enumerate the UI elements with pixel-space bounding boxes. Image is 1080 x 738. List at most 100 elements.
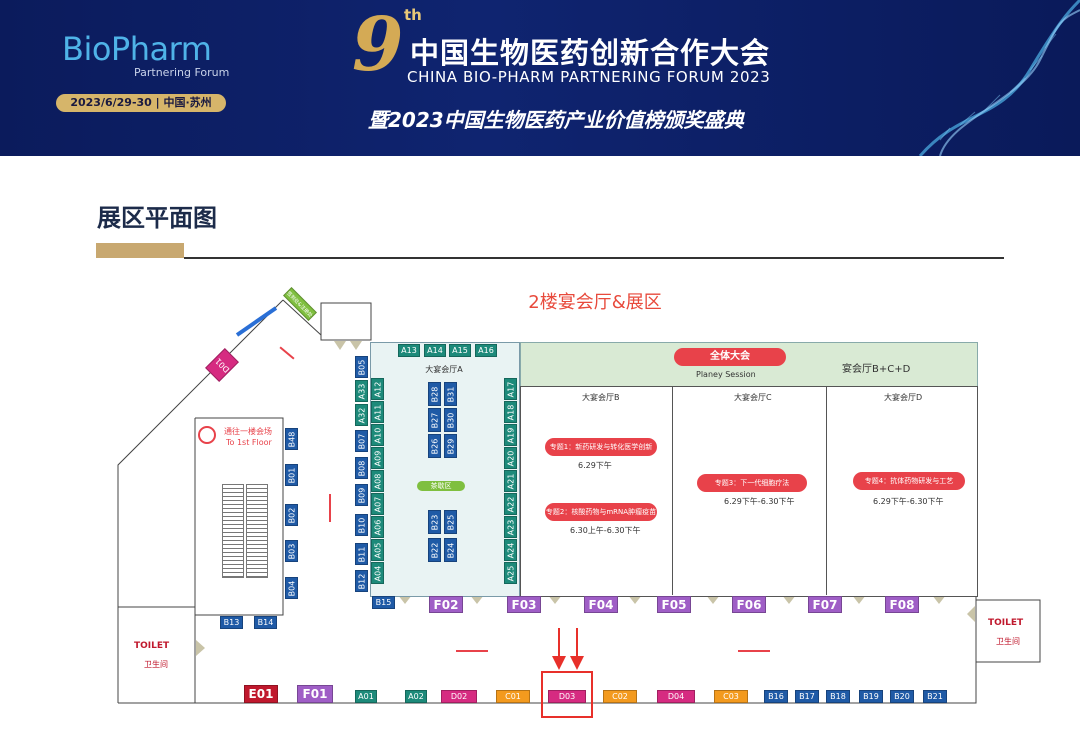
booth-a32[interactable]: A32 — [355, 404, 368, 426]
session-1-time: 6.29下午 — [578, 461, 612, 470]
booth-label: A22 — [506, 496, 515, 512]
booth-a02[interactable]: A02 — [405, 690, 427, 703]
booth-label: A11 — [373, 404, 382, 420]
stairs-to-1st-floor[interactable]: 通往一楼会场 To 1st Floor — [198, 422, 280, 452]
booth-label: B08 — [357, 460, 367, 476]
booth-f08[interactable]: F08 — [885, 596, 919, 613]
booth-b31[interactable]: B31 — [444, 382, 457, 406]
booth-f02[interactable]: F02 — [429, 596, 463, 613]
booth-label: A10 — [373, 427, 382, 443]
booth-a12[interactable]: A12 — [371, 378, 384, 400]
booth-b13[interactable]: B13 — [220, 616, 243, 629]
booth-a05[interactable]: A05 — [371, 539, 384, 561]
booth-a14[interactable]: A14 — [424, 344, 446, 357]
booth-a23[interactable]: A23 — [504, 516, 517, 538]
edition-number: 9 — [352, 2, 404, 88]
booth-b02[interactable]: B02 — [285, 504, 298, 526]
booth-b09[interactable]: B09 — [355, 484, 368, 506]
booth-b04[interactable]: B04 — [285, 577, 298, 599]
booth-a20[interactable]: A20 — [504, 447, 517, 469]
booth-f05[interactable]: F05 — [657, 596, 691, 613]
booth-c03[interactable]: C03 — [714, 690, 748, 703]
booth-b22[interactable]: B22 — [428, 538, 441, 562]
booth-b21[interactable]: B21 — [923, 690, 947, 703]
booth-b24[interactable]: B24 — [444, 538, 457, 562]
booth-b12[interactable]: B12 — [355, 570, 368, 592]
pointer-arrows-icon — [552, 628, 584, 670]
booth-b18[interactable]: B18 — [826, 690, 850, 703]
session-4-label[interactable]: 专题4：抗体药物研发与工艺 — [853, 472, 965, 490]
booth-b16[interactable]: B16 — [764, 690, 788, 703]
booth-b14[interactable]: B14 — [254, 616, 277, 629]
booth-a33[interactable]: A33 — [355, 380, 368, 402]
booth-label: A24 — [506, 542, 515, 558]
booth-a18[interactable]: A18 — [504, 401, 517, 423]
booth-f01[interactable]: F01 — [297, 685, 333, 703]
biopharm-logo: BioPharm — [62, 30, 212, 68]
session-2-label[interactable]: 专题2：核酸药物与mRNA肿瘤疫苗 — [545, 503, 657, 521]
booth-c02[interactable]: C02 — [603, 690, 637, 703]
session-1-label[interactable]: 专题1：新药研发与转化医学创新 — [545, 438, 657, 456]
booth-e01[interactable]: E01 — [244, 685, 278, 703]
booth-b26[interactable]: B26 — [428, 434, 441, 458]
booth-d02[interactable]: D02 — [441, 690, 477, 703]
booth-a07[interactable]: A07 — [371, 493, 384, 515]
booth-b20[interactable]: B20 — [890, 690, 914, 703]
booth-a13[interactable]: A13 — [398, 344, 420, 357]
booth-a15[interactable]: A15 — [449, 344, 471, 357]
booth-a08[interactable]: A08 — [371, 470, 384, 492]
booth-b17[interactable]: B17 — [795, 690, 819, 703]
booth-a01[interactable]: A01 — [355, 690, 377, 703]
booth-a16[interactable]: A16 — [475, 344, 497, 357]
booth-f06[interactable]: F06 — [732, 596, 766, 613]
booth-d03[interactable]: D03 — [548, 690, 586, 703]
hall-divider — [672, 386, 673, 595]
booth-label: A06 — [373, 519, 382, 535]
booth-f04[interactable]: F04 — [584, 596, 618, 613]
booth-b48[interactable]: B48 — [285, 428, 298, 450]
session-3-label[interactable]: 专题3：下一代细胞疗法 — [697, 474, 807, 492]
booth-b28[interactable]: B28 — [428, 382, 441, 406]
booth-b15[interactable]: B15 — [372, 596, 395, 609]
booth-b08[interactable]: B08 — [355, 457, 368, 479]
event-date-badge: 2023/6/29-30 | 中国·苏州 — [56, 94, 226, 112]
booth-a04[interactable]: A04 — [371, 562, 384, 584]
booth-a25[interactable]: A25 — [504, 562, 517, 584]
booth-b01[interactable]: B01 — [285, 464, 298, 486]
booth-c01[interactable]: C01 — [496, 690, 530, 703]
booth-label: B48 — [287, 431, 297, 447]
booth-a17[interactable]: A17 — [504, 378, 517, 400]
booth-d04[interactable]: D04 — [657, 690, 695, 703]
booth-b05[interactable]: B05 — [355, 356, 368, 378]
booth-label: B22 — [430, 542, 440, 558]
toilet-label-left: TOILET — [134, 641, 170, 651]
booth-label: B31 — [446, 386, 456, 402]
booth-b19[interactable]: B19 — [859, 690, 883, 703]
booth-label: B02 — [287, 507, 297, 523]
booth-b23[interactable]: B23 — [428, 510, 441, 534]
plenary-session-en: Planey Session — [696, 370, 756, 379]
booth-a24[interactable]: A24 — [504, 539, 517, 561]
booth-f07[interactable]: F07 — [808, 596, 842, 613]
booth-label: B04 — [287, 580, 297, 596]
booth-b27[interactable]: B27 — [428, 408, 441, 432]
booth-b25[interactable]: B25 — [444, 510, 457, 534]
booth-a22[interactable]: A22 — [504, 493, 517, 515]
booth-b29[interactable]: B29 — [444, 434, 457, 458]
booth-label: A17 — [506, 381, 515, 397]
booth-a10[interactable]: A10 — [371, 424, 384, 446]
booth-a19[interactable]: A19 — [504, 424, 517, 446]
booth-b10[interactable]: B10 — [355, 514, 368, 536]
booth-a09[interactable]: A09 — [371, 447, 384, 469]
booth-label: A07 — [373, 496, 382, 512]
booth-label: A05 — [373, 542, 382, 558]
booth-a11[interactable]: A11 — [371, 401, 384, 423]
booth-f03[interactable]: F03 — [507, 596, 541, 613]
booth-b30[interactable]: B30 — [444, 408, 457, 432]
booth-a06[interactable]: A06 — [371, 516, 384, 538]
booth-b03[interactable]: B03 — [285, 540, 298, 562]
booth-b07[interactable]: B07 — [355, 430, 368, 452]
booth-label: A20 — [506, 450, 515, 466]
booth-a21[interactable]: A21 — [504, 470, 517, 492]
booth-b11[interactable]: B11 — [355, 543, 368, 565]
